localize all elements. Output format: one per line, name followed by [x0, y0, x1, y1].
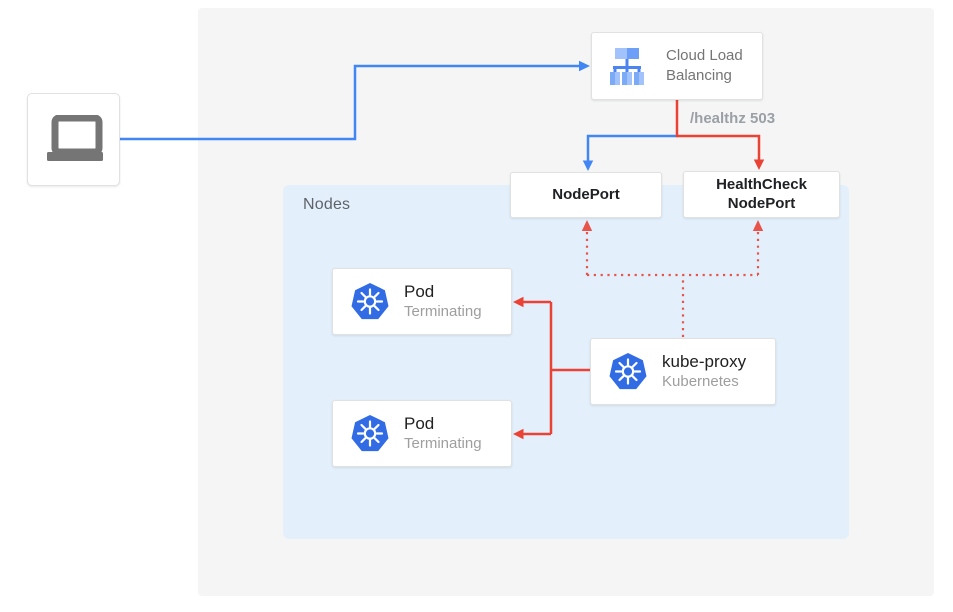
kubernetes-icon: [351, 414, 389, 451]
pod-title: Pod: [404, 282, 435, 302]
healthcheck-nodeport-label-line1: HealthCheck: [716, 175, 807, 193]
kube-proxy-title: kube-proxy: [662, 352, 747, 372]
pod-status: Terminating: [404, 303, 482, 321]
kube-proxy-box: kube-proxy Kubernetes: [590, 338, 776, 405]
healthcheck-nodeport-box: HealthCheck NodePort: [683, 171, 840, 218]
load-balancer-label: Cloud Load Balancing: [666, 46, 743, 84]
nodeport-box: NodePort: [510, 172, 662, 218]
laptop-icon: [46, 114, 103, 161]
kubernetes-icon: [609, 352, 647, 389]
cloud-load-balancing-icon: [610, 48, 644, 85]
load-balancer-box: Cloud Load Balancing: [591, 32, 763, 100]
pod-terminating-box-2: Pod Terminating: [332, 400, 512, 467]
healthcheck-nodeport-label-line2: NodePort: [727, 194, 796, 212]
client-box: [27, 93, 120, 186]
kube-proxy-subtitle: Kubernetes: [662, 373, 739, 391]
healthz-status-label: /healthz 503: [690, 110, 776, 127]
nodeport-label: NodePort: [552, 185, 620, 203]
pod-terminating-box-1: Pod Terminating: [332, 268, 512, 335]
kubernetes-icon: [351, 282, 389, 319]
nodes-group-label: Nodes: [303, 196, 351, 213]
pod-title: Pod: [404, 414, 435, 434]
pod-status: Terminating: [404, 435, 482, 453]
